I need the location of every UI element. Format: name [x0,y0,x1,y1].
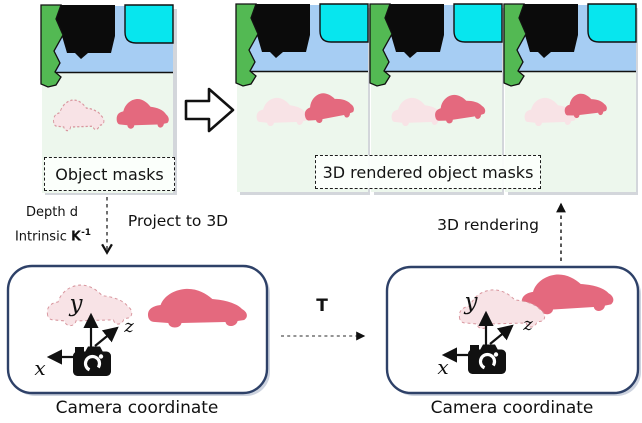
block-arrow-icon [184,87,235,133]
axis-y-label-right: y [464,289,478,315]
object-masks-label: Object masks [55,164,164,184]
camera-coordinate-caption-left: Camera coordinate [55,398,219,418]
axes-left [46,312,119,365]
axis-z-label-right: z [523,314,533,335]
project-to-3d-label: Project to 3D [127,212,229,230]
object-masks-label-box: Object masks [44,157,175,191]
camera-coordinate-box-right [385,265,641,396]
depth-annotation: Depth d [26,205,78,220]
axis-z-label-left: z [124,316,134,337]
axis-x-label-right: x [437,355,449,379]
camera-coordinate-box-left [6,264,270,396]
intrinsic-k: K [70,229,82,245]
rendered-masks-label-box: 3D rendered object masks [315,155,541,189]
axis-x-label-left: x [34,356,46,380]
3d-rendering-label: 3D rendering [437,216,539,234]
transform-t-label: T [316,296,328,316]
axes-right [441,310,514,363]
rendered-masks-label: 3D rendered object masks [322,162,534,182]
axis-y-label-left: y [69,291,83,317]
camera-coordinate-caption-right: Camera coordinate [430,398,594,418]
intrinsic-annotation: Intrinsic K-1 [3,228,103,245]
intrinsic-exponent: -1 [81,228,92,238]
intrinsic-prefix: Intrinsic [14,229,67,245]
